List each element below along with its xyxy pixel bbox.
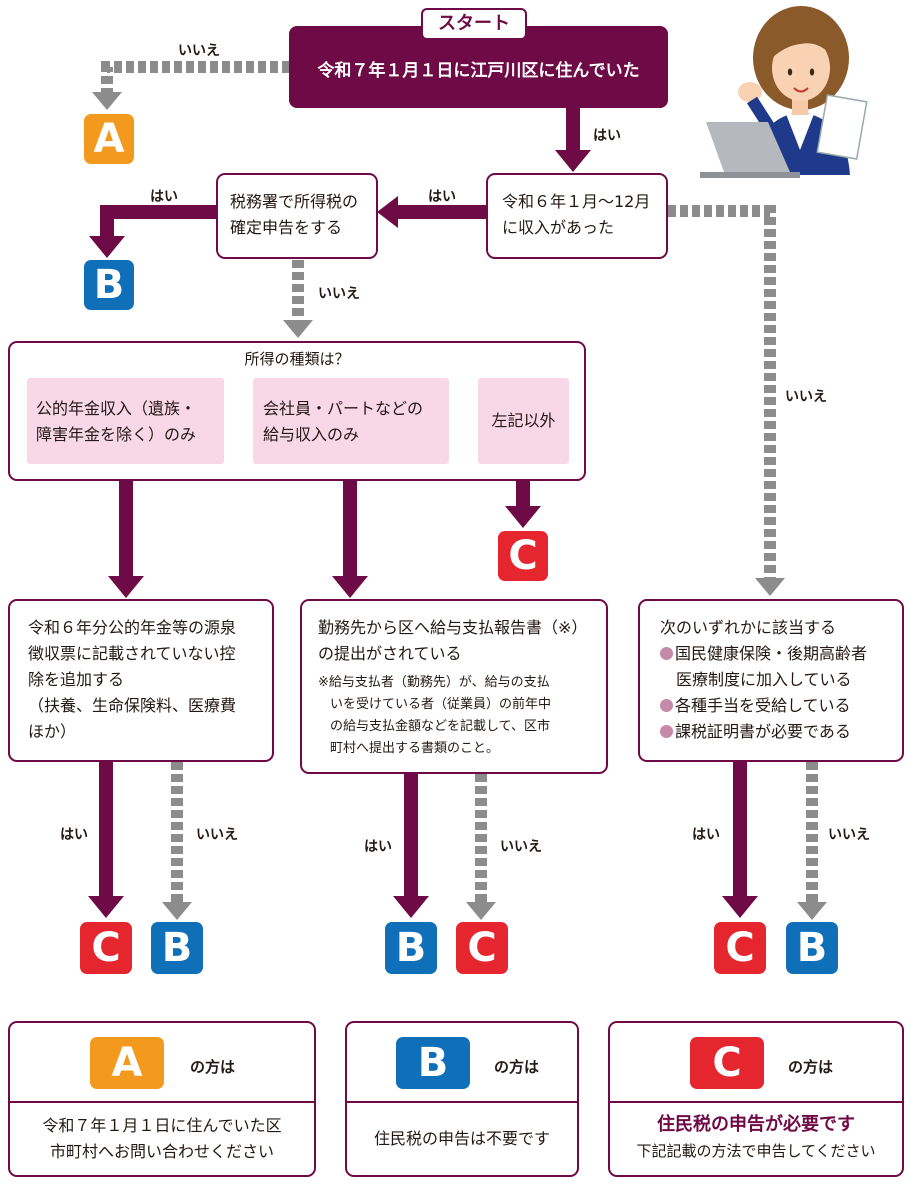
income-type-title: 所得の種類は？ <box>244 350 350 368</box>
pension-text-5: ほか） <box>28 722 77 741</box>
label-pension-yes: はい <box>60 827 88 843</box>
salary-text-2: の提出がされている <box>318 644 462 663</box>
option-salary <box>253 378 449 464</box>
label-applies-no: いいえ <box>828 827 870 843</box>
income-box <box>486 173 668 259</box>
bullet-dot <box>660 699 673 712</box>
tax-return-text-2: 確定申告をする <box>230 218 343 237</box>
result-b-line1: 住民税の申告は不要です <box>373 1129 550 1148</box>
result-b-divider <box>346 1101 578 1103</box>
salary-text-1: 勤務先から区へ給与支払報告書（※） <box>318 618 588 637</box>
start-tag: スタート <box>421 8 527 40</box>
applies-item-1a: 国民健康保険・後期高齢者 <box>660 641 867 667</box>
option-salary-1: 会社員・パートなどの <box>263 399 424 418</box>
result-c-line1: 住民税の申告が必要です <box>657 1114 855 1135</box>
result-a-line1: 令和７年１月１日に住んでいた区 <box>42 1116 282 1135</box>
applies-item-1b: 医療制度に加入している <box>676 670 852 689</box>
salary-note-3: の給与支払金額などを記載して、区市 <box>330 719 550 734</box>
result-c-badge: C <box>690 1037 764 1089</box>
pension-text-4: （扶養、生命保険料、医療費 <box>28 696 237 715</box>
arrow-start-no <box>101 61 290 92</box>
badge-c-other: C <box>498 531 548 581</box>
bullet-dot <box>660 647 673 660</box>
label-salary-no: いいえ <box>500 839 542 855</box>
badge-c-salary-no: C <box>456 922 508 974</box>
salary-note-2: いを受けている者（従業員）の前年中 <box>330 697 552 712</box>
arrow-income-no <box>668 205 776 578</box>
result-a-divider <box>9 1101 315 1103</box>
label-tax-yes: はい <box>150 189 178 205</box>
result-a-badge: A <box>90 1037 164 1089</box>
tax-return-box <box>216 173 378 259</box>
option-pension-1: 公的年金収入（遺族・ <box>36 399 197 418</box>
result-c-divider <box>609 1101 903 1103</box>
badge-c-pension-yes: C <box>80 922 132 974</box>
income-text-2: に収入があった <box>502 218 615 237</box>
pension-text-1: 令和６年分公的年金等の源泉 <box>28 618 237 637</box>
option-other <box>478 378 569 464</box>
start-question: 令和７年１月１日に江戸川区に住んでいた <box>317 61 640 81</box>
label-start-yes: はい <box>593 128 621 144</box>
label-salary-yes: はい <box>364 839 392 855</box>
result-a-suffix: の方は <box>190 1058 236 1076</box>
badge-b-applies-no: B <box>786 922 838 974</box>
result-b-badge: B <box>396 1037 470 1089</box>
applies-item-2: 各種手当を受給している <box>660 693 851 719</box>
label-start-no: いいえ <box>178 43 220 59</box>
salary-note-4: 町村へ提出する書類のこと。 <box>330 741 500 756</box>
pension-text-3: 除を追加する <box>28 670 125 689</box>
bullet-dot <box>660 725 673 738</box>
option-other-text: 左記以外 <box>491 411 556 430</box>
arrow-tax-yes <box>100 205 216 238</box>
result-b-suffix: の方は <box>494 1058 540 1076</box>
badge-b-pension-no: B <box>151 922 203 974</box>
badge-a-top: A <box>84 114 134 164</box>
applies-box <box>638 599 904 762</box>
result-c-suffix: の方は <box>788 1058 834 1076</box>
option-salary-2: 給与収入のみ <box>263 425 360 444</box>
salary-box <box>300 599 608 774</box>
result-a-line2: 市町村へお問い合わせください <box>49 1142 274 1161</box>
badge-c-applies-yes: C <box>714 922 766 974</box>
pension-box <box>8 599 274 762</box>
tax-return-text-1: 税務署で所得税の <box>230 192 359 211</box>
applies-title: 次のいずれかに該当する <box>660 618 837 637</box>
label-income-yes: はい <box>428 189 456 205</box>
option-pension <box>27 378 224 464</box>
option-pension-2: 障害年金を除く）のみ <box>36 425 197 444</box>
result-c-line2: 下記記載の方法で申告してください <box>636 1142 876 1160</box>
label-applies-yes: はい <box>692 827 720 843</box>
label-tax-no: いいえ <box>318 286 360 302</box>
pension-text-2: 徴収票に記載されていない控 <box>28 644 236 663</box>
label-pension-no: いいえ <box>196 827 238 843</box>
salary-note-1: ※給与支払者（勤務先）が、給与の支払 <box>318 675 550 690</box>
applies-item-3: 課税証明書が必要である <box>660 719 851 745</box>
income-text-1: 令和６年１月～12月 <box>502 192 651 211</box>
label-income-no: いいえ <box>785 389 827 405</box>
badge-b-tax: B <box>84 260 134 310</box>
badge-b-salary-yes: B <box>385 922 437 974</box>
